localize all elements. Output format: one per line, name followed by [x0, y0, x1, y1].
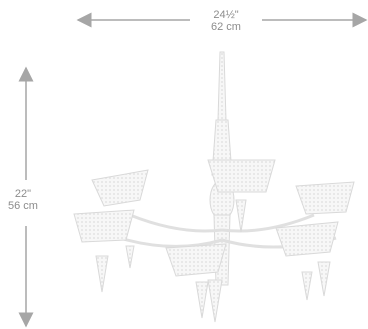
width-imperial: 24½" — [213, 9, 239, 21]
height-imperial: 22" — [14, 188, 32, 200]
height-dimension-label: 22" 56 cm — [0, 188, 46, 212]
height-metric: 56 cm — [8, 200, 38, 212]
chandelier-icon — [73, 51, 355, 323]
width-dimension-label: 24½" 62 cm — [196, 9, 256, 33]
width-metric: 62 cm — [211, 21, 241, 33]
